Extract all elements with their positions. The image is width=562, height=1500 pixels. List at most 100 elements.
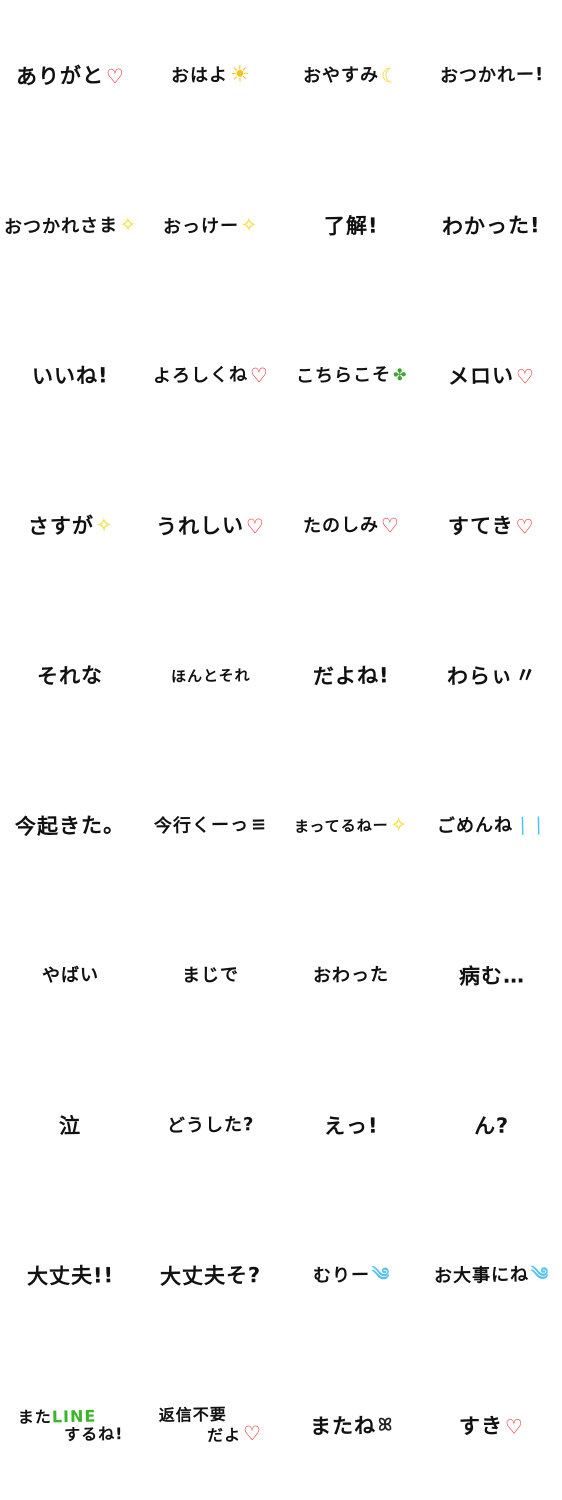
sticker-daijoubuso[interactable]: 大丈夫そ? [141, 1200, 282, 1350]
sticker-content: まってるねー ✧ [294, 814, 408, 837]
sticker-ureshii[interactable]: うれしい ♡ [141, 450, 282, 600]
sticker-content: 今行くーっ ≡ [154, 814, 267, 837]
sticker-doushita[interactable]: どうした? [141, 1050, 282, 1200]
sticker-content: おやすみ ☾ [303, 63, 400, 87]
sticker-content: 泣 [59, 1113, 82, 1138]
sticker-dayone[interactable]: だよね! [281, 600, 422, 750]
sticker-matterune[interactable]: まってるねー ✧ [281, 750, 422, 900]
sticker-content: 病む… [459, 963, 525, 988]
sticker-text: お大事にね [433, 1264, 530, 1288]
sun-icon: ☀ [229, 62, 251, 88]
sticker-otsukare[interactable]: おつかれー! [422, 0, 562, 150]
sticker-suki[interactable]: すき ♡ [422, 1350, 562, 1500]
sticker-text: すてき [448, 513, 515, 539]
sticker-content: たのしみ ♡ [302, 513, 400, 537]
sticker-content: ありがと ♡ [16, 63, 125, 89]
tilde-mark-icon: 〃 [514, 662, 537, 688]
sticker-content: いいね! [31, 362, 109, 389]
heart-icon: ♡ [516, 363, 536, 388]
sticker-text: またね [309, 1413, 376, 1439]
sticker-meroi[interactable]: メロい ♡ [422, 300, 562, 450]
sticker-content: ほんとそれ [171, 666, 251, 685]
sticker-text: 泣 [59, 1113, 82, 1138]
sticker-tanoshimi[interactable]: たのしみ ♡ [281, 450, 422, 600]
sticker-n[interactable]: ん? [422, 1050, 562, 1200]
sticker-odaijini[interactable]: お大事にね ༄ [422, 1200, 562, 1350]
sticker-iine[interactable]: いいね! [0, 300, 141, 450]
sticker-content: えっ! [323, 1113, 379, 1138]
sticker-content: おはよ ☀ [170, 62, 251, 88]
sticker-content: またね ꕤ [309, 1413, 393, 1439]
sticker-sasuga[interactable]: さすが ✧ [0, 450, 141, 600]
sticker-text: どうした? [166, 1114, 255, 1137]
heart-icon: ♡ [105, 63, 125, 88]
sticker-matane[interactable]: またね ꕤ [281, 1350, 422, 1500]
sticker-content: やばい [42, 965, 99, 987]
sticker-content: ごめんね ❘❘ [436, 814, 547, 837]
sticker-text: 今起きた。 [15, 812, 126, 839]
sticker-otsukaresama[interactable]: おつかれさま ✧ [0, 150, 141, 300]
sticker-sorena[interactable]: それな [0, 600, 141, 750]
sticker-yabai[interactable]: やばい [0, 900, 141, 1050]
sticker-okke[interactable]: おっけー ✧ [141, 150, 282, 300]
sticker-text: おはよ [170, 64, 229, 87]
sticker-mata-line-surune[interactable]: またLINE するね! [0, 1350, 141, 1500]
sticker-text: ごめんね [436, 814, 513, 837]
sticker-content: すてき ♡ [448, 513, 535, 539]
sticker-warai[interactable]: わらぃ 〃 [422, 600, 562, 750]
sticker-content: わかった! [442, 212, 542, 239]
sticker-hontosore[interactable]: ほんとそれ [141, 600, 282, 750]
sticker-yoroshiku[interactable]: よろしくね ♡ [141, 300, 282, 450]
sticker-suteki[interactable]: すてき ♡ [422, 450, 562, 600]
sticker-oyasumi[interactable]: おやすみ ☾ [281, 0, 422, 150]
sticker-arigato[interactable]: ありがと ♡ [0, 0, 141, 150]
sticker-text: まってるねー [294, 815, 390, 836]
sticker-content: おつかれさま ✧ [3, 213, 137, 238]
wave-hand-icon: ꕤ [377, 1414, 393, 1436]
sticker-text: いいね! [31, 362, 109, 389]
sticker-content: むりー ༄ [312, 1264, 390, 1286]
sticker-content: 今起きた。 [15, 812, 126, 839]
sticker-content: それな [37, 663, 103, 688]
sticker-yamu[interactable]: 病む… [422, 900, 562, 1050]
line-brand-word: LINE [51, 1406, 97, 1426]
sticker-content: またLINE するね! [17, 1406, 124, 1446]
sticker-text: さすが [27, 513, 94, 539]
heart-icon: ♡ [246, 513, 266, 538]
sticker-text: えっ! [323, 1113, 379, 1138]
sticker-content: こちらこそ ✤ [295, 364, 408, 387]
sticker-text: たのしみ [302, 514, 379, 537]
sticker-content: まじで [182, 965, 239, 987]
sticker-text: だよ [207, 1425, 242, 1446]
sticker-text: すき [459, 1413, 504, 1439]
sticker-e[interactable]: えっ! [281, 1050, 422, 1200]
sticker-wakatta[interactable]: わかった! [422, 150, 562, 300]
sticker-text: おつかれさま [3, 214, 118, 238]
sticker-imaokita[interactable]: 今起きた。 [0, 750, 141, 900]
sticker-content: おっけー ✧ [163, 214, 258, 237]
sticker-text: ん? [473, 1113, 510, 1138]
sticker-content: 大丈夫!! [26, 1263, 114, 1289]
sticker-imaiku[interactable]: 今行くーっ ≡ [141, 750, 282, 900]
sticker-majide[interactable]: まじで [141, 900, 282, 1050]
sticker-line-1: またLINE [17, 1406, 97, 1427]
heart-icon: ♡ [249, 362, 269, 388]
sticker-content: わらぃ 〃 [447, 662, 537, 689]
sticker-line-2: するね! [63, 1424, 124, 1445]
clover-icon: ✤ [392, 365, 408, 385]
sticker-text: わかった! [442, 212, 542, 239]
sticker-kochirakoso[interactable]: こちらこそ ✤ [281, 300, 422, 450]
sticker-ohayo[interactable]: おはよ ☀ [141, 0, 282, 150]
sticker-content: おつかれー! [439, 64, 544, 87]
sticker-naki[interactable]: 泣 [0, 1050, 141, 1200]
sparkle-icon: ✧ [95, 513, 113, 537]
sticker-henshin-fuyou[interactable]: 返信不要 だよ♡ [141, 1350, 282, 1500]
sticker-daijoubu[interactable]: 大丈夫!! [0, 1200, 141, 1350]
sticker-gomenne[interactable]: ごめんね ❘❘ [422, 750, 562, 900]
sticker-ryokai[interactable]: 了解! [281, 150, 422, 300]
sticker-owatta[interactable]: おわった [281, 900, 422, 1050]
sticker-content: 返信不要 だよ♡ [159, 1405, 263, 1447]
sticker-content: さすが ✧ [27, 513, 113, 539]
sticker-muri[interactable]: むりー ༄ [281, 1200, 422, 1350]
